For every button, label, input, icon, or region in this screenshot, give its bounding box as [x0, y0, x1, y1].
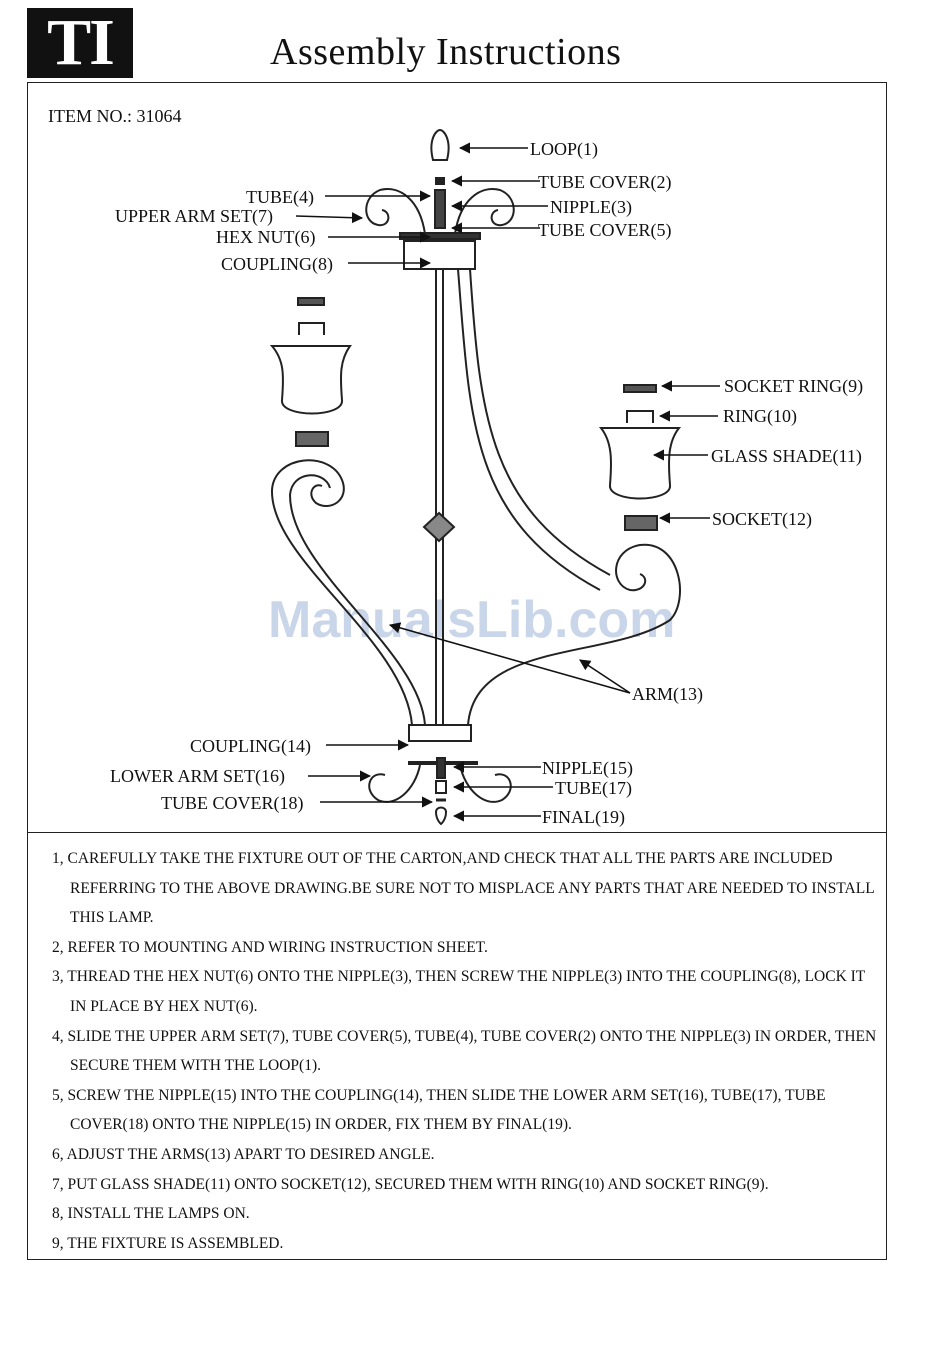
coupling-bottom-part [408, 724, 472, 742]
label-socket: SOCKET(12) [712, 509, 812, 530]
label-arm: ARM(13) [632, 684, 703, 705]
brand-logo: TI [27, 8, 133, 78]
instruction-step: 8, INSTALL THE LAMPS ON. [52, 1205, 250, 1223]
right-arm-upper-inner [469, 268, 611, 576]
left-socket-ring [297, 297, 325, 306]
right-socket [624, 515, 658, 531]
label-hex-nut: HEX NUT(6) [216, 227, 315, 248]
final-part [434, 806, 448, 826]
right-arm-lower [467, 543, 681, 726]
right-socket-ring [623, 384, 657, 393]
leader-arm-right [579, 659, 631, 694]
tube-cover-part [435, 177, 445, 185]
leader-arm-left [388, 622, 631, 694]
instruction-list: 1, CAREFULLY TAKE THE FIXTURE OUT OF THE… [52, 844, 882, 1258]
loop-part [430, 128, 450, 161]
instruction-step: 9, THE FIXTURE IS ASSEMBLED. [52, 1234, 284, 1252]
item-number: ITEM NO.: 31064 [48, 106, 182, 126]
hex-nut-part [399, 232, 481, 240]
watermark: ManualsLib.com [268, 591, 675, 649]
left-glass-shade [269, 345, 352, 415]
label-loop: LOOP(1) [530, 139, 598, 160]
leader-upper-arm [295, 212, 364, 224]
instruction-step: 6, ADJUST THE ARMS(13) APART TO DESIRED … [52, 1145, 435, 1163]
label-tube-cover-18: TUBE COVER(18) [161, 793, 304, 814]
coupling-top-part [403, 240, 476, 270]
content-frame [27, 82, 887, 1260]
label-tube-17: TUBE(17) [555, 778, 632, 799]
label-upper-arm-set: UPPER ARM SET(7) [115, 206, 273, 227]
left-ring [298, 322, 325, 335]
section-divider [27, 832, 887, 833]
label-lower-arm-set: LOWER ARM SET(16) [110, 766, 285, 787]
right-arm-upper [457, 268, 601, 591]
label-final: FINAL(19) [542, 807, 625, 828]
label-nipple-3: NIPPLE(3) [550, 197, 632, 218]
instruction-step: 2, REFER TO MOUNTING AND WIRING INSTRUCT… [52, 938, 488, 956]
label-tube-cover-5: TUBE COVER(5) [538, 220, 672, 241]
label-nipple-15: NIPPLE(15) [542, 758, 633, 779]
right-glass-shade [598, 427, 682, 500]
page-title: Assembly Instructions [270, 31, 622, 73]
lower-arm-right [459, 764, 512, 803]
right-ring [626, 410, 654, 423]
label-coupling-14: COUPLING(14) [190, 736, 311, 757]
label-tube-cover-2: TUBE COVER(2) [538, 172, 672, 193]
nipple-part [434, 189, 446, 229]
lower-arm-left [368, 764, 421, 803]
tube-lower-part [435, 780, 447, 794]
left-arm-inner [288, 474, 426, 726]
instruction-step: 4, SLIDE THE UPPER ARM SET(7), TUBE COVE… [52, 1027, 877, 1075]
label-coupling-8: COUPLING(8) [221, 254, 333, 275]
left-arm [270, 459, 413, 726]
label-tube-4: TUBE(4) [246, 187, 314, 208]
upper-arm-left [365, 188, 426, 235]
label-socket-ring: SOCKET RING(9) [724, 376, 863, 397]
label-glass-shade: GLASS SHADE(11) [711, 446, 862, 467]
label-ring: RING(10) [723, 406, 797, 427]
center-ornament [422, 511, 456, 543]
instruction-step: 1, CAREFULLY TAKE THE FIXTURE OUT OF THE… [52, 850, 875, 927]
instruction-step: 5, SCREW THE NIPPLE(15) INTO THE COUPLIN… [52, 1086, 826, 1134]
nipple-lower-part [436, 757, 446, 779]
instruction-step: 3, THREAD THE HEX NUT(6) ONTO THE NIPPLE… [52, 968, 865, 1015]
instruction-step: 7, PUT GLASS SHADE(11) ONTO SOCKET(12), … [52, 1175, 769, 1193]
left-socket [295, 431, 329, 447]
